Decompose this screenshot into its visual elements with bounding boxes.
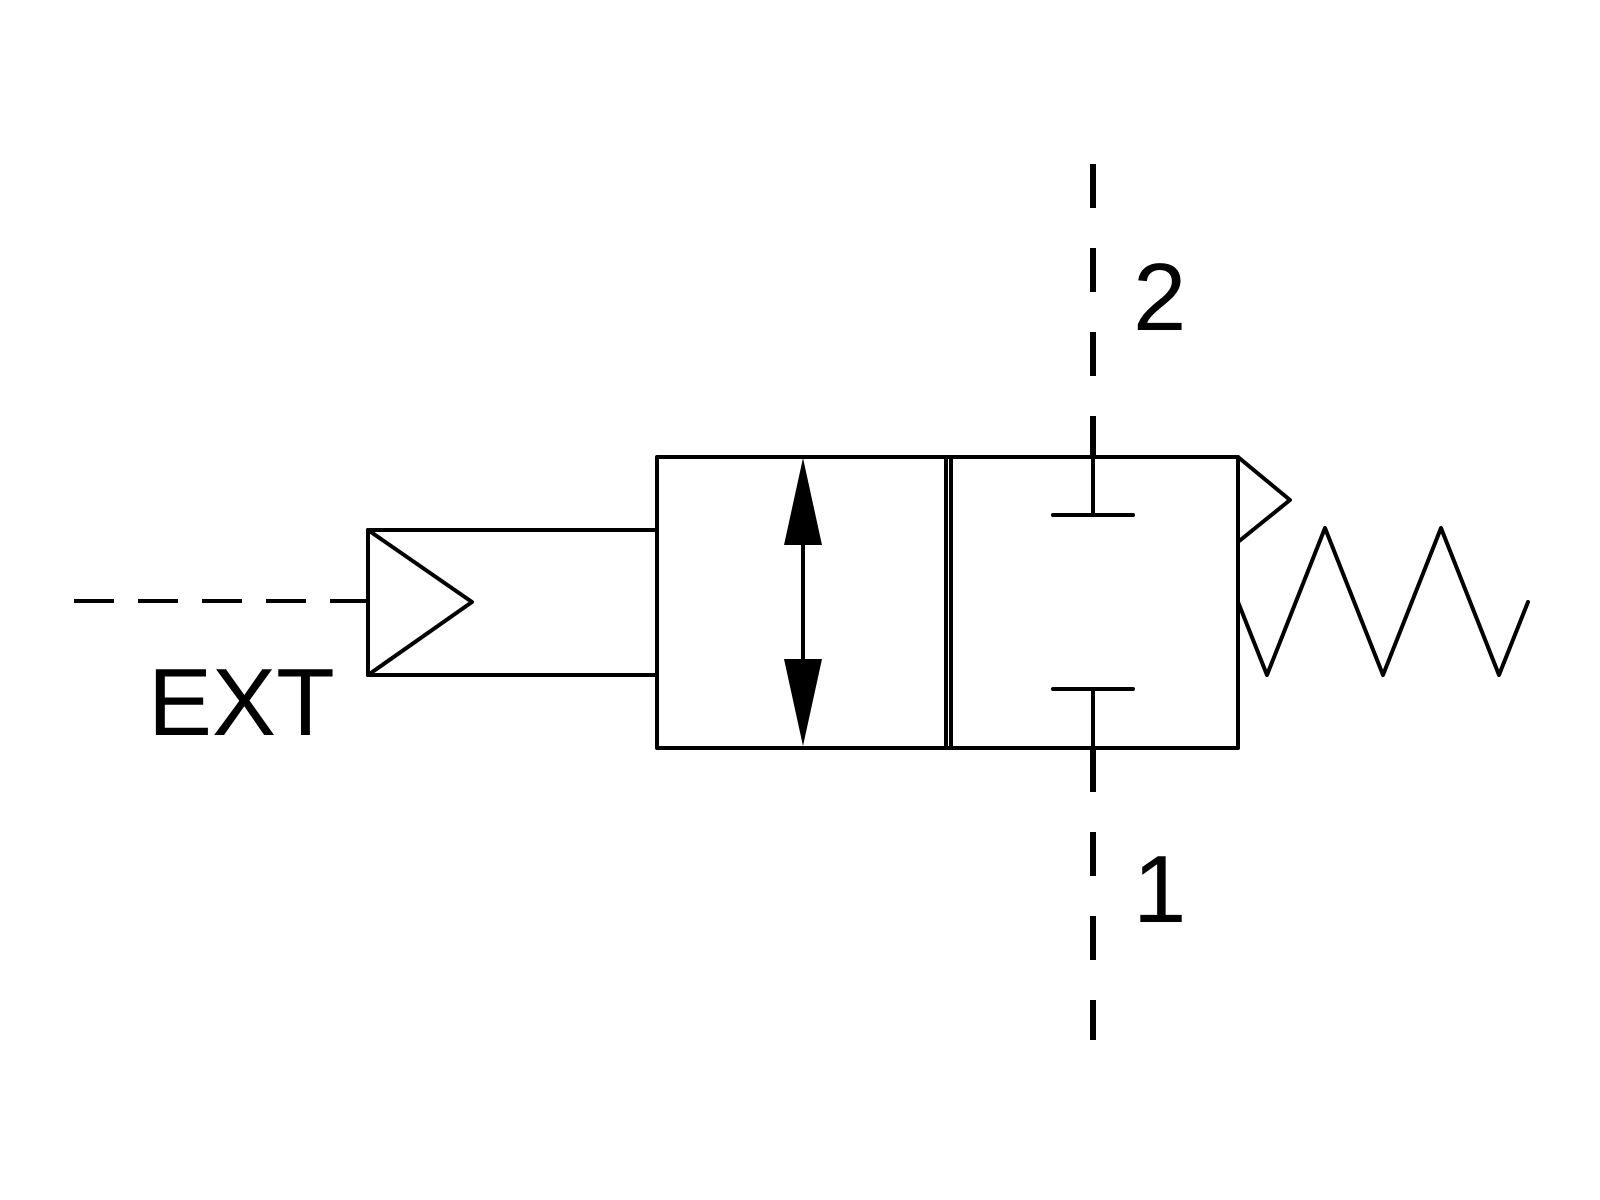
flow-arrowhead-up: [784, 458, 822, 545]
port-2-label: 2: [1133, 244, 1186, 351]
port-1-label: 1: [1133, 836, 1186, 943]
flow-open-arrow-icon: [784, 458, 822, 746]
pilot-actuator: [366, 528, 658, 677]
spring-pilot-triangle-icon: [1236, 455, 1292, 544]
flow-arrowhead-down: [784, 659, 822, 746]
pilot-triangle-icon: [366, 528, 474, 677]
flow-blocked-icon: [1051, 455, 1135, 750]
spring-actuator: [1236, 455, 1530, 677]
spring-icon: [1236, 526, 1530, 677]
valve-body: [655, 455, 1240, 750]
pilot-label: EXT: [148, 649, 335, 756]
